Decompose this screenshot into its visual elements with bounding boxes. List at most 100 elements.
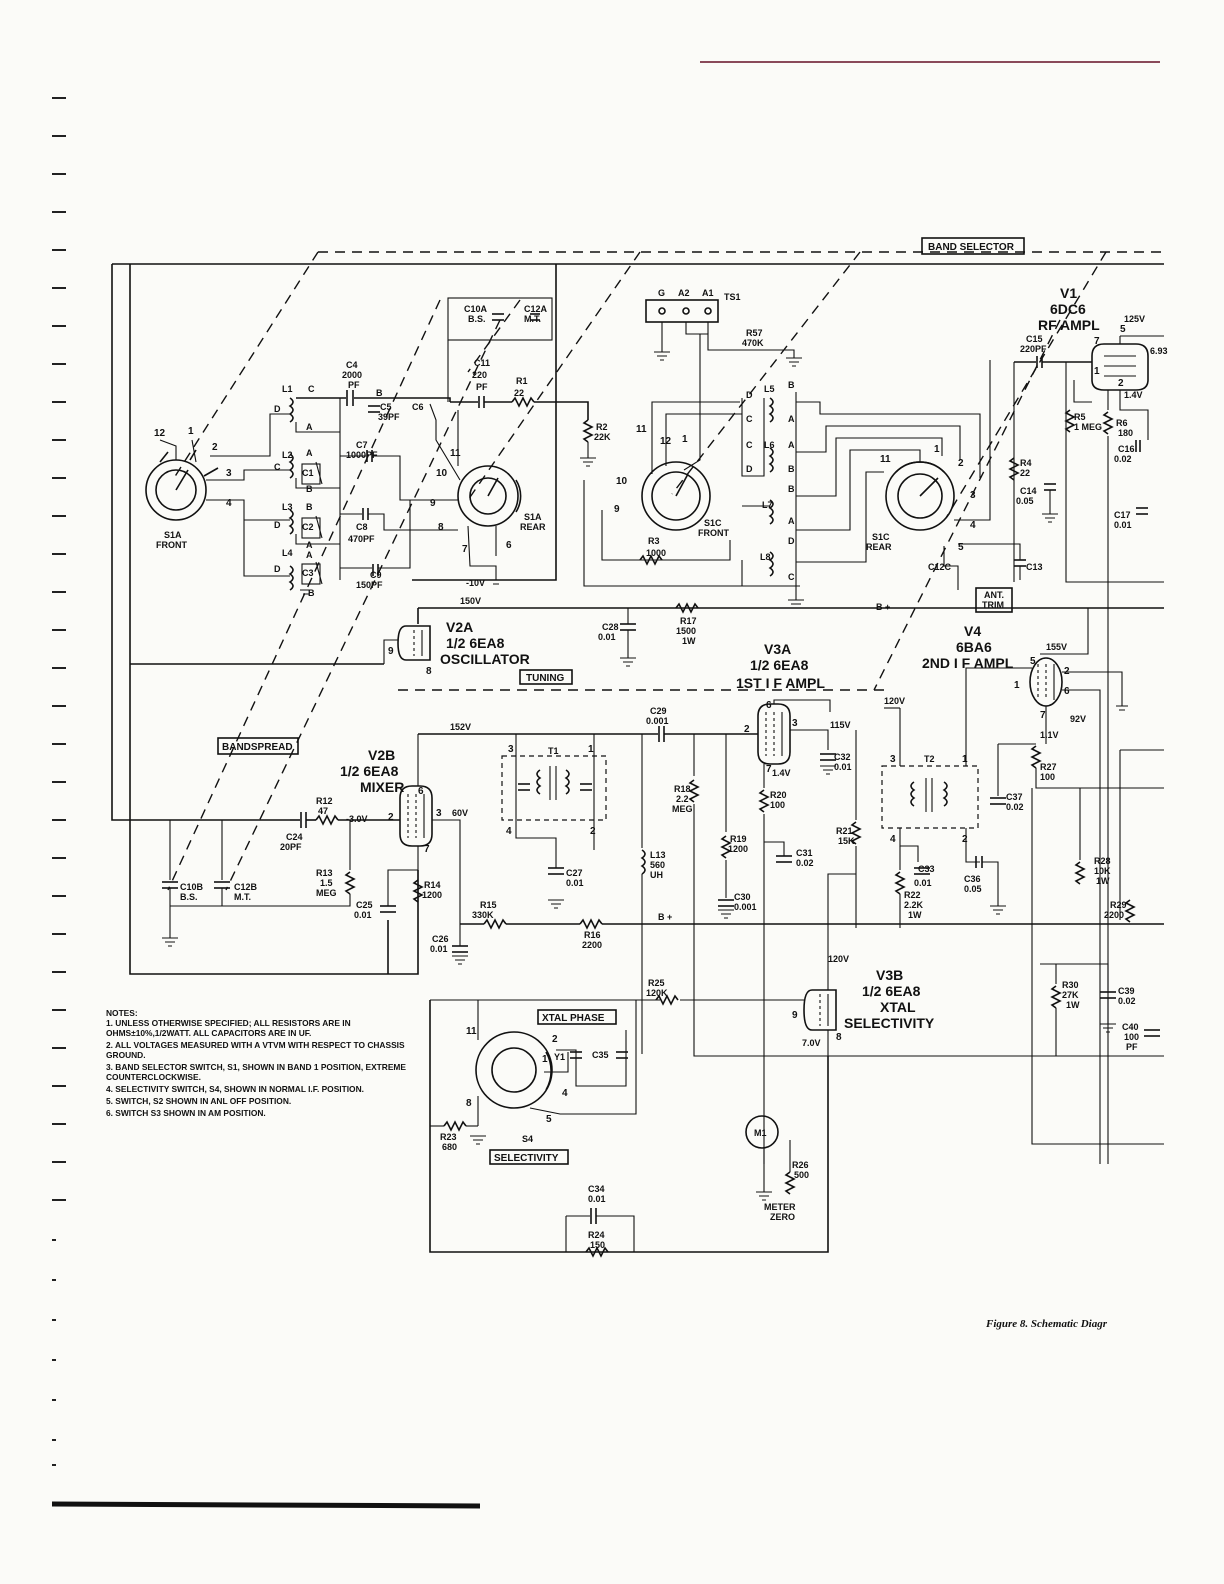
r29-value: 2200 xyxy=(1104,910,1124,920)
l13-unit: UH xyxy=(650,870,663,880)
svg-text:L7: L7 xyxy=(762,500,773,510)
svg-text:4: 4 xyxy=(506,826,512,837)
ant-trim-box[interactable] xyxy=(975,587,1013,613)
tube-v3b[interactable] xyxy=(803,989,837,1031)
r30-value: 27K xyxy=(1062,990,1079,1000)
tube-v2b[interactable] xyxy=(399,785,433,847)
svg-text:D: D xyxy=(274,404,281,414)
v2a-function: OSCILLATOR xyxy=(440,651,530,667)
switch-s1a-rear[interactable] xyxy=(457,465,522,527)
svg-text:L5: L5 xyxy=(764,384,775,394)
c27-label: C27 xyxy=(566,868,583,878)
r13-label: R13 xyxy=(316,868,333,878)
svg-text:2: 2 xyxy=(212,442,218,453)
tuning-box[interactable] xyxy=(519,669,573,685)
c12b-note: M.T. xyxy=(234,892,251,902)
svg-text:2: 2 xyxy=(744,724,750,735)
meter-m1[interactable] xyxy=(745,1115,779,1149)
r12-value: 47 xyxy=(318,806,328,816)
c36-value: 0.05 xyxy=(964,884,982,894)
svg-text:1: 1 xyxy=(1094,366,1100,377)
svg-text:7: 7 xyxy=(424,844,430,855)
svg-text:1: 1 xyxy=(588,744,594,755)
c40-unit: PF xyxy=(1126,1042,1138,1052)
c15-label: C15 xyxy=(1026,334,1043,344)
ts1-label: TS1 xyxy=(724,292,741,302)
svg-text:B: B xyxy=(306,484,313,494)
r25-label: R25 xyxy=(648,978,665,988)
r2-value: 22K xyxy=(594,432,611,442)
c4-label: C4 xyxy=(346,360,358,370)
tube-v3a[interactable] xyxy=(757,703,791,765)
r19-label: R19 xyxy=(730,834,747,844)
svg-text:L1: L1 xyxy=(282,384,293,394)
tube-v1[interactable] xyxy=(1091,343,1149,391)
s1a-front-label: S1A xyxy=(164,530,182,540)
v14a-label: 1.4V xyxy=(1124,390,1143,400)
v3b-name: V3B xyxy=(876,967,903,983)
c26-label: C26 xyxy=(432,934,449,944)
xtal-phase-box[interactable] xyxy=(537,1009,617,1025)
svg-text:6: 6 xyxy=(506,540,512,551)
l13-label: L13 xyxy=(650,850,666,860)
r3-value: 1000 xyxy=(646,548,666,558)
svg-text:6: 6 xyxy=(418,786,424,797)
r30-rating: 1W xyxy=(1066,1000,1080,1010)
c32-label: C32 xyxy=(834,752,851,762)
selectivity-box[interactable] xyxy=(489,1149,569,1165)
v120b-label: 120V xyxy=(828,954,849,964)
v3a-type: 1/2 6EA8 xyxy=(750,657,809,673)
svg-text:1: 1 xyxy=(542,1054,548,1065)
svg-text:L8: L8 xyxy=(760,552,771,562)
c39-label: C39 xyxy=(1118,986,1135,996)
svg-text:11: 11 xyxy=(466,1026,477,1037)
switch-s1c-rear[interactable] xyxy=(885,461,955,531)
note-5: 5. SWITCH, S2 SHOWN IN ANL OFF POSITION. xyxy=(106,1096,292,1106)
tube-v2a[interactable] xyxy=(397,625,431,661)
transformer-t1[interactable] xyxy=(501,755,607,821)
r57-value: 470K xyxy=(742,338,764,348)
svg-text:A: A xyxy=(306,448,313,458)
switch-s1c-front[interactable] xyxy=(641,461,711,531)
bandspread-box[interactable] xyxy=(217,737,299,755)
c10b-label: C10B xyxy=(180,882,204,892)
bplus-label-1: B + xyxy=(876,602,890,612)
t2-label: T2 xyxy=(924,754,935,764)
gang-cap-c10a-c12a[interactable] xyxy=(447,297,553,341)
c12a-label: C12A xyxy=(524,304,548,314)
v2b-function: MIXER xyxy=(360,779,404,795)
terminal-strip-ts1[interactable] xyxy=(645,299,719,323)
c33-value: 0.01 xyxy=(914,878,932,888)
svg-text:A: A xyxy=(788,414,795,424)
r22-value: 2.2K xyxy=(904,900,924,910)
v3a-name: V3A xyxy=(764,641,791,657)
tuning-label: TUNING xyxy=(526,673,565,684)
v3b-function-2: SELECTIVITY xyxy=(844,1015,935,1031)
switch-s1a-front[interactable] xyxy=(145,449,219,521)
transformer-t2[interactable] xyxy=(881,765,979,829)
v120a-label: 120V xyxy=(884,696,905,706)
v14b-label: 1.4V xyxy=(772,768,791,778)
svg-text:B: B xyxy=(306,502,313,512)
s1c-front-label-2: FRONT xyxy=(698,528,729,538)
r28-label: R28 xyxy=(1094,856,1111,866)
r12-label: R12 xyxy=(316,796,333,806)
c29-value: 0.001 xyxy=(646,716,669,726)
c6-label: C6 xyxy=(412,402,424,412)
meter-zero-label: METER xyxy=(764,1202,796,1212)
svg-text:B: B xyxy=(376,388,383,398)
svg-text:9: 9 xyxy=(792,1010,798,1021)
svg-text:11: 11 xyxy=(450,448,461,459)
r19-value: 1200 xyxy=(728,844,748,854)
r29-label: R29 xyxy=(1110,900,1127,910)
svg-text:D: D xyxy=(274,564,281,574)
v152-label: 152V xyxy=(450,722,471,732)
svg-text:6: 6 xyxy=(766,700,772,711)
svg-text:11: 11 xyxy=(636,424,647,435)
switch-s4[interactable] xyxy=(475,1031,553,1109)
r20-label: R20 xyxy=(770,790,787,800)
svg-text:L4: L4 xyxy=(282,548,293,558)
r30-label: R30 xyxy=(1062,980,1079,990)
note-3: 3. BAND SELECTOR SWITCH, S1, SHOWN IN BA… xyxy=(106,1062,406,1082)
band-selector-box[interactable] xyxy=(921,237,1025,255)
